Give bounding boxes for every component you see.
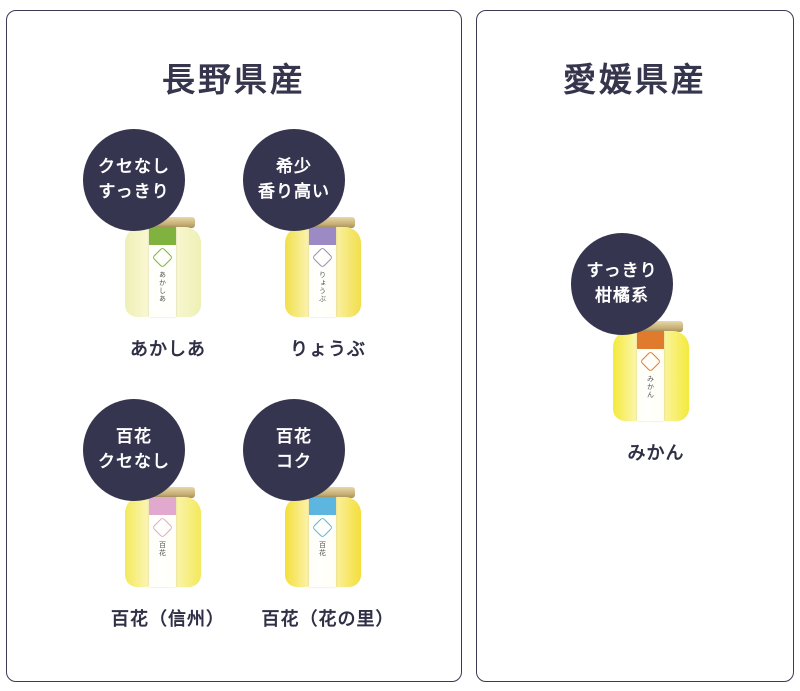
product-card-ryoubu[interactable]: 希少 香り高い りょうぶ りょうぶ — [243, 129, 413, 360]
jar-label-text: あかしあ — [158, 271, 167, 303]
jar-lid — [291, 217, 355, 228]
honey-jar-image: みかん — [613, 321, 689, 421]
jar-body: りょうぶ — [285, 227, 361, 317]
product-name: 百花（花の里） — [261, 609, 395, 630]
jar-lid — [619, 321, 683, 332]
brand-logo-icon — [311, 516, 334, 539]
jar-label-tab — [309, 497, 336, 515]
jar-label-tab — [149, 497, 176, 515]
jar-label: あかしあ — [149, 227, 176, 317]
badge-line: クセなし — [98, 157, 170, 177]
product-card-hyakka-shinshu[interactable]: 百花 クセなし 百花 百花（信州） — [83, 399, 253, 630]
product-name: みかん — [627, 443, 685, 464]
badge-line: コク — [276, 452, 312, 472]
jar-lid — [291, 487, 355, 498]
badge-line: クセなし — [98, 452, 170, 472]
product-name: あかしあ — [130, 339, 206, 360]
jar-label-text: りょうぶ — [318, 271, 327, 303]
jar-label-text: 百花 — [158, 541, 167, 557]
jar-body: みかん — [613, 331, 689, 421]
product-badge: 百花 コク — [243, 399, 345, 501]
badge-line: すっきり — [98, 182, 170, 202]
badge-line: 百花 — [276, 427, 312, 447]
product-badge: 希少 香り高い — [243, 129, 345, 231]
jar-label: 百花 — [309, 497, 336, 587]
honey-jar-image: 百花 — [285, 487, 361, 587]
jar-body: あかしあ — [125, 227, 201, 317]
jar-label-tab — [149, 227, 176, 245]
brand-logo-icon — [639, 350, 662, 373]
jar-label-text: みかん — [646, 375, 655, 399]
brand-logo-icon — [151, 246, 174, 269]
product-card-mikan[interactable]: すっきり 柑橘系 みかん みかん — [571, 233, 741, 464]
product-card-hyakka-hananosato[interactable]: 百花 コク 百花 百花（花の里） — [243, 399, 413, 630]
product-badge: すっきり 柑橘系 — [571, 233, 673, 335]
region-title-ehime: 愛媛県産 — [563, 60, 707, 99]
badge-line: 希少 — [276, 157, 312, 177]
product-name: 百花（信州） — [111, 609, 225, 630]
region-panel-ehime: 愛媛県産 すっきり 柑橘系 みかん みかん — [476, 10, 794, 682]
honey-jar-image: 百花 — [125, 487, 201, 587]
jar-lid — [131, 217, 195, 228]
product-badge: 百花 クセなし — [83, 399, 185, 501]
badge-line: 柑橘系 — [595, 286, 649, 306]
product-name: りょうぶ — [290, 339, 366, 360]
jar-label-tab — [309, 227, 336, 245]
brand-logo-icon — [151, 516, 174, 539]
jar-label: 百花 — [149, 497, 176, 587]
product-card-akashia[interactable]: クセなし すっきり あかしあ あかしあ — [83, 129, 253, 360]
badge-line: すっきり — [586, 261, 658, 281]
region-title-nagano: 長野県産 — [162, 60, 306, 99]
product-badge: クセなし すっきり — [83, 129, 185, 231]
honey-jar-image: りょうぶ — [285, 217, 361, 317]
jar-label: りょうぶ — [309, 227, 336, 317]
region-panel-nagano: 長野県産 クセなし すっきり あかしあ あかしあ 希少 香り高い — [6, 10, 462, 682]
honey-jar-image: あかしあ — [125, 217, 201, 317]
jar-label-tab — [637, 331, 664, 349]
jar-body: 百花 — [285, 497, 361, 587]
brand-logo-icon — [311, 246, 334, 269]
badge-line: 香り高い — [258, 182, 330, 202]
jar-label-text: 百花 — [318, 541, 327, 557]
badge-line: 百花 — [116, 427, 152, 447]
jar-lid — [131, 487, 195, 498]
jar-label: みかん — [637, 331, 664, 421]
jar-body: 百花 — [125, 497, 201, 587]
